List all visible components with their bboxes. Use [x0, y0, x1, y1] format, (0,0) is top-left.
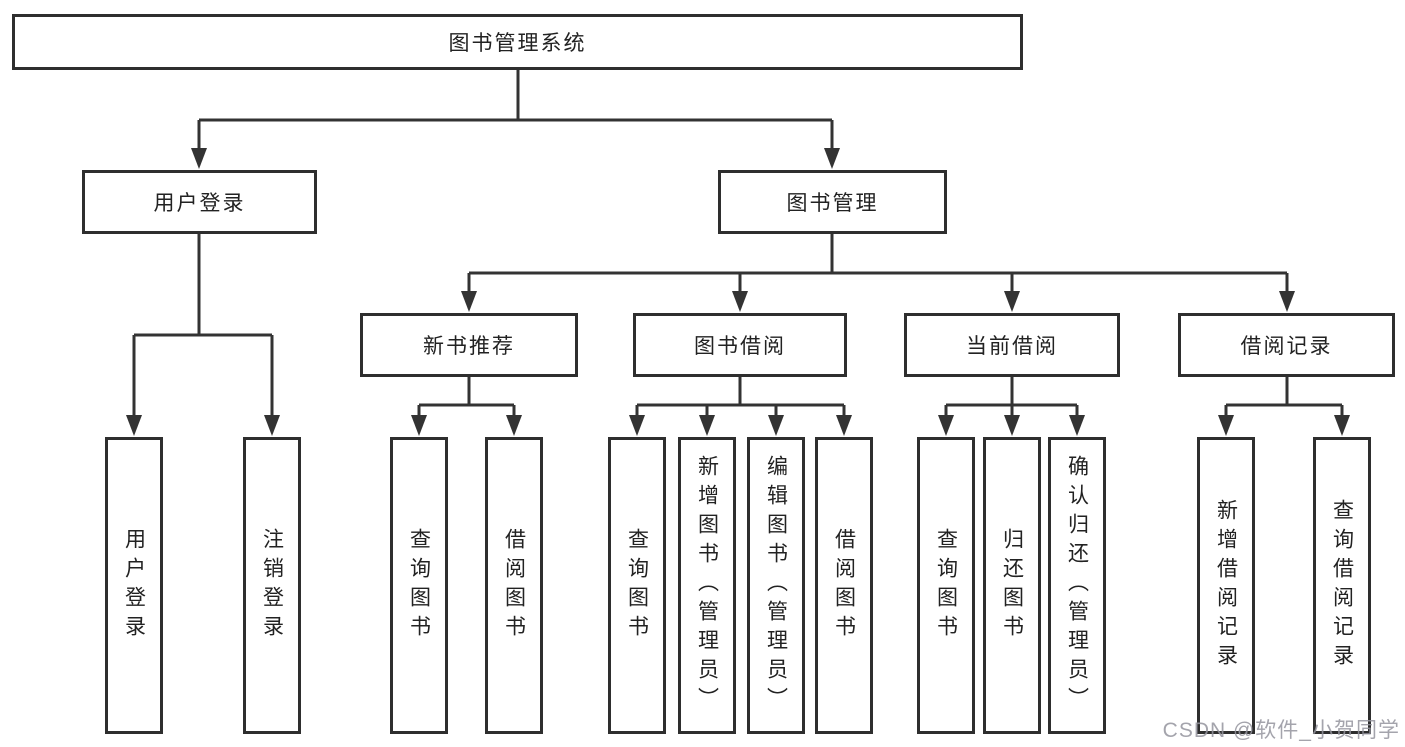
node-current-borrowing: 当前借阅 [904, 313, 1120, 377]
leaf-label: 注销登录 [260, 527, 284, 644]
leaf-edit-book-admin: 编辑图书（管理员） [747, 437, 805, 734]
node-label: 图书管理 [786, 192, 879, 215]
node-label: 图书借阅 [694, 335, 786, 358]
leaf-label: 查询图书 [407, 527, 431, 644]
leaf-logout: 注销登录 [243, 437, 301, 734]
leaf-query-books-borrow: 查询图书 [608, 437, 666, 734]
leaf-label: 查询图书 [934, 527, 958, 644]
leaf-return-book: 归还图书 [983, 437, 1041, 734]
leaf-label: 用户登录 [122, 527, 146, 644]
leaf-label: 借阅图书 [502, 527, 526, 644]
leaf-label: 确认归还（管理员） [1065, 455, 1089, 716]
csdn-watermark: CSDN @软件_小贺同学 [1162, 719, 1400, 742]
node-label: 当前借阅 [966, 335, 1058, 358]
leaf-query-books-current: 查询图书 [917, 437, 975, 734]
leaf-query-books-recommend: 查询图书 [390, 437, 448, 734]
node-book-management-group: 图书管理 [718, 170, 947, 234]
node-borrowing-records: 借阅记录 [1178, 313, 1395, 377]
leaf-label: 编辑图书（管理员） [764, 455, 788, 716]
node-label: 借阅记录 [1240, 335, 1333, 358]
leaf-query-borrow-record: 查询借阅记录 [1313, 437, 1371, 734]
leaf-add-borrow-record: 新增借阅记录 [1197, 437, 1255, 734]
leaf-label: 借阅图书 [832, 527, 856, 644]
leaf-label: 新增图书（管理员） [695, 455, 719, 716]
leaf-borrow-books-recommend: 借阅图书 [485, 437, 543, 734]
leaf-label: 查询借阅记录 [1330, 498, 1354, 673]
node-library-management-system: 图书管理系统 [12, 14, 1023, 70]
node-label: 新书推荐 [423, 335, 515, 358]
node-label: 图书管理系统 [448, 32, 587, 55]
node-new-book-recommend: 新书推荐 [360, 313, 578, 377]
leaf-label: 归还图书 [1000, 527, 1024, 644]
leaf-user-login: 用户登录 [105, 437, 163, 734]
node-book-borrowing: 图书借阅 [633, 313, 847, 377]
leaf-label: 新增借阅记录 [1214, 498, 1238, 673]
leaf-label: 查询图书 [625, 527, 649, 644]
leaf-borrow-books: 借阅图书 [815, 437, 873, 734]
leaf-add-book-admin: 新增图书（管理员） [678, 437, 736, 734]
leaf-confirm-return-admin: 确认归还（管理员） [1048, 437, 1106, 734]
node-label: 用户登录 [153, 192, 246, 215]
node-user-login-group: 用户登录 [82, 170, 317, 234]
